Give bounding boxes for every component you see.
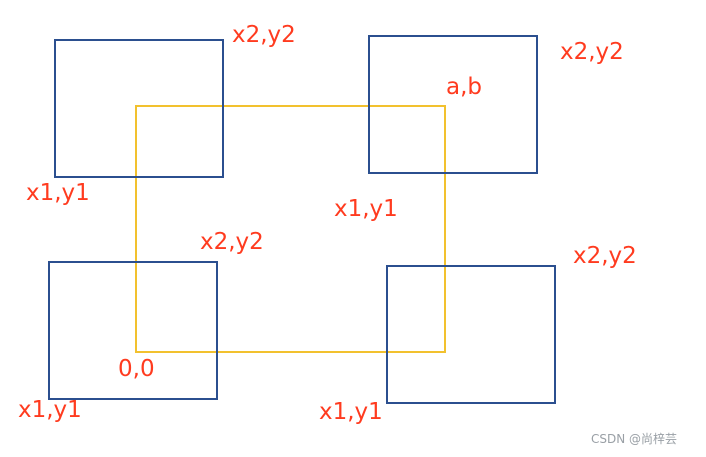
watermark: CSDN @尚梓芸	[591, 432, 678, 446]
box-bottom-left	[48, 261, 218, 400]
box-top-right-upper-label: x2,y2	[560, 39, 624, 65]
box-bottom-right	[386, 265, 556, 404]
reference-window	[135, 105, 446, 353]
box-top-left	[54, 39, 224, 178]
box-top-right-lower-label: x1,y1	[334, 196, 398, 222]
window-corner-label: a,b	[446, 74, 483, 100]
box-top-left-lower-label: x1,y1	[26, 180, 90, 206]
box-top-right	[368, 35, 538, 174]
box-bottom-right-upper-label: x2,y2	[573, 243, 637, 269]
box-bottom-left-lower-label: x1,y1	[18, 397, 82, 423]
box-top-left-upper-label: x2,y2	[232, 22, 296, 48]
window-origin-label: 0,0	[118, 356, 155, 382]
box-bottom-right-lower-label: x1,y1	[319, 399, 383, 425]
box-bottom-left-upper-label: x2,y2	[200, 229, 264, 255]
